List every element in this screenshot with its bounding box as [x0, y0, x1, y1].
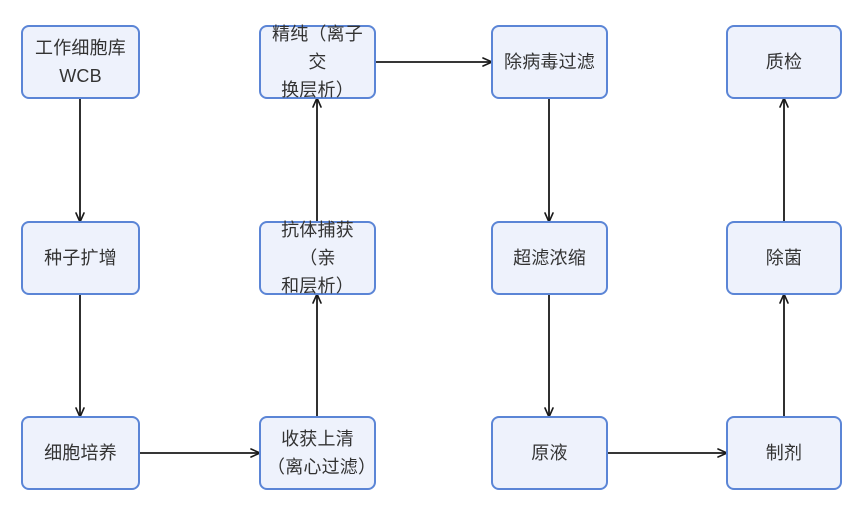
edge-group [75, 57, 789, 458]
node-label-culture: 细胞培养 [44, 443, 117, 463]
node-ultrafilter[interactable]: 超滤浓缩 [491, 221, 608, 295]
node-label-harvest: 收获上清 （离心过滤） [267, 429, 377, 477]
node-label-formulation: 制剂 [765, 443, 803, 463]
node-viralfilter[interactable]: 除病毒过滤 [491, 25, 608, 99]
node-formulation[interactable]: 制剂 [726, 416, 842, 490]
node-polish[interactable]: 精纯（离子交 换层析） [259, 24, 376, 100]
node-bulk[interactable]: 原液 [491, 416, 608, 490]
node-wcb[interactable]: 工作细胞库 WCB [21, 25, 140, 99]
node-label-bulk: 原液 [531, 443, 568, 463]
node-culture[interactable]: 细胞培养 [21, 416, 140, 490]
node-seed[interactable]: 种子扩增 [21, 221, 140, 295]
node-qc[interactable]: 质检 [726, 25, 842, 99]
node-sterilize[interactable]: 除菌 [726, 221, 842, 295]
node-label-wcb: 工作细胞库 WCB [35, 38, 126, 86]
node-label-sterilize: 除菌 [765, 248, 803, 268]
node-label-viralfilter: 除病毒过滤 [504, 52, 595, 72]
node-label-ultrafilter: 超滤浓缩 [513, 248, 586, 268]
node-capture[interactable]: 抗体捕获（亲 和层析） [259, 220, 376, 296]
node-harvest[interactable]: 收获上清 （离心过滤） [259, 416, 376, 490]
node-label-polish: 精纯（离子交 换层析） [272, 24, 363, 100]
node-label-qc: 质检 [765, 52, 803, 72]
node-label-seed: 种子扩增 [44, 248, 117, 268]
node-label-capture: 抗体捕获（亲 和层析） [281, 220, 354, 296]
